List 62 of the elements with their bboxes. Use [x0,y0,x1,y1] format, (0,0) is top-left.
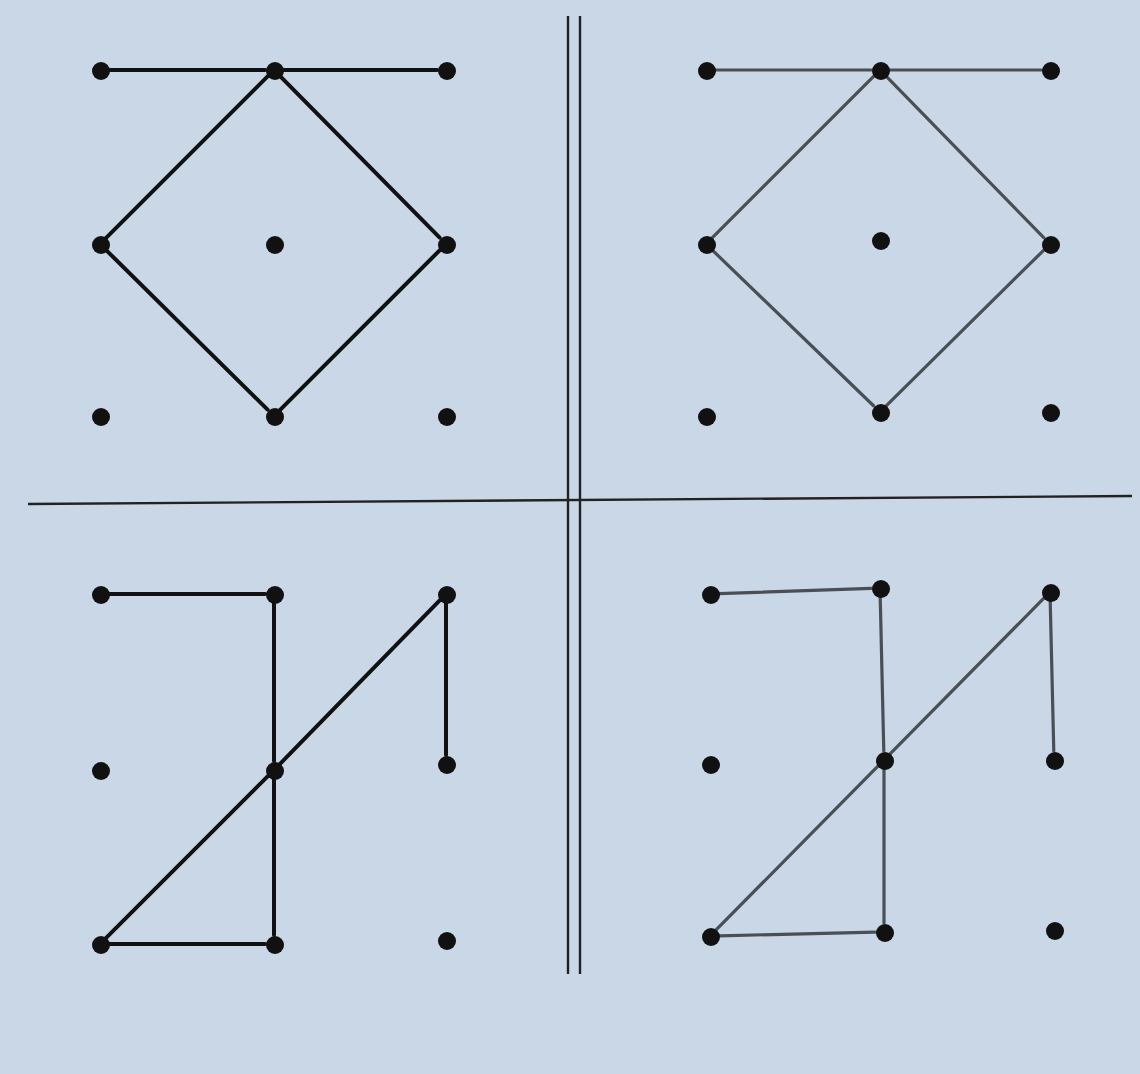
dot [265,761,283,779]
pencil-line [884,248,1046,408]
dot [871,579,889,597]
dot [437,61,455,79]
dot [265,235,283,253]
drawn-line [104,248,270,412]
dot [1041,403,1059,421]
drawn-line [107,592,267,596]
pencil-line [884,74,1046,240]
dot [697,61,715,79]
drawn-line [278,74,442,240]
pencil-line [714,764,880,932]
dot [1045,751,1063,769]
drawn-line [107,942,267,946]
dot [875,923,893,941]
drawn-line [104,774,270,940]
dot [91,407,109,425]
dot [91,61,109,79]
pencil-line [882,767,886,925]
dot [1041,235,1059,253]
dot [91,585,109,603]
drawn-line [281,68,439,72]
dot [871,61,889,79]
drawn-line [104,74,270,240]
dot [265,407,283,425]
dot [437,931,455,949]
drawn-line [107,68,267,72]
dot [91,761,109,779]
dot [697,235,715,253]
dot [1041,583,1059,601]
pencil-line [710,74,876,240]
dot [265,585,283,603]
pencil-line [717,930,877,938]
dot [1045,921,1063,939]
dot [875,751,893,769]
pencil-line [887,68,1043,72]
pencil-line [1048,599,1056,753]
pencil-line [888,596,1046,756]
dot [701,927,719,945]
pencil-line [717,586,873,596]
drawn-line [444,601,448,757]
dot [871,403,889,421]
pencil-line [878,595,886,753]
pencil-line [713,68,873,72]
drawn-line [278,598,442,766]
dot [265,61,283,79]
dot [437,235,455,253]
drawn-line [272,601,276,763]
pencil-line [710,248,876,408]
dot [91,935,109,953]
drawn-line [272,777,276,937]
drawn-line [278,248,442,412]
dot [871,231,889,249]
dot [701,585,719,603]
dot [1041,61,1059,79]
dot [437,585,455,603]
dot [437,407,455,425]
dot [701,755,719,773]
dot [437,755,455,773]
dot [91,235,109,253]
dot [265,935,283,953]
dot [697,407,715,425]
